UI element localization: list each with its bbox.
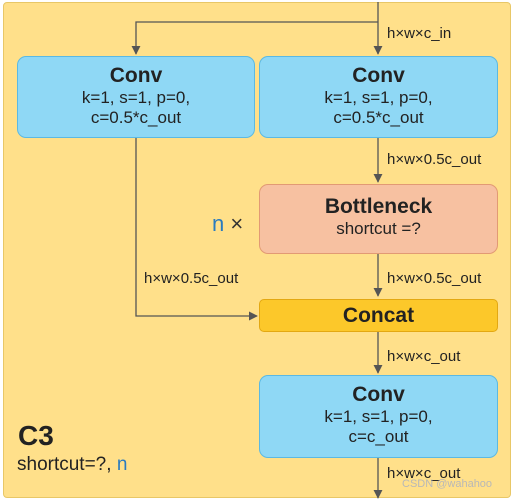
repeat-n: n xyxy=(212,211,225,236)
conv-final-line2: c=c_out xyxy=(348,427,409,446)
bottleneck-output-shape-label: h×w×0.5c_out xyxy=(387,270,482,287)
left-conv-to-concat-arrow xyxy=(135,138,258,321)
conv-left-title: Conv xyxy=(109,64,163,87)
conv-final-line1: k=1, s=1, p=0, xyxy=(324,407,433,426)
module-params-shortcut: shortcut=?, xyxy=(17,454,112,475)
concat-box: Concat xyxy=(259,299,498,332)
repeat-n-times: n × xyxy=(212,211,243,237)
repeat-times-symbol: × xyxy=(230,211,244,236)
conv-right-box: Conv k=1, s=1, p=0, c=0.5*c_out xyxy=(259,56,498,138)
conv-final-box: Conv k=1, s=1, p=0, c=c_out xyxy=(259,375,498,458)
conv-left-line2: c=0.5*c_out xyxy=(90,108,182,127)
conv-right-line2: c=0.5*c_out xyxy=(333,108,424,127)
conv-right-title: Conv xyxy=(352,64,405,87)
left-branch-shape-label: h×w×0.5c_out xyxy=(144,270,239,287)
concat-output-shape-label: h×w×c_out xyxy=(387,348,461,365)
conv-right-line1: k=1, s=1, p=0, xyxy=(324,88,433,107)
watermark: CSDN @wahahoo xyxy=(402,478,493,490)
bottleneck-title: Bottleneck xyxy=(324,195,433,218)
conv-final-title: Conv xyxy=(352,383,405,406)
input-shape-label: h×w×c_in xyxy=(387,25,452,42)
branch-to-left-conv-arrow xyxy=(131,21,378,55)
conv-left-line1: k=1, s=1, p=0, xyxy=(81,88,191,107)
module-params-n: n xyxy=(116,454,128,475)
bottleneck-box: Bottleneck shortcut =? xyxy=(259,184,498,254)
conv-left-box: Conv k=1, s=1, p=0, c=0.5*c_out xyxy=(17,56,255,138)
bottleneck-shortcut: shortcut =? xyxy=(336,219,421,238)
output-shape-label: h×w×c_out xyxy=(387,465,461,482)
module-params: shortcut=?, n xyxy=(17,454,127,476)
concat-title: Concat xyxy=(342,304,415,327)
conv-output-shape-label: h×w×0.5c_out xyxy=(387,151,482,168)
module-name: C3 xyxy=(18,420,54,451)
